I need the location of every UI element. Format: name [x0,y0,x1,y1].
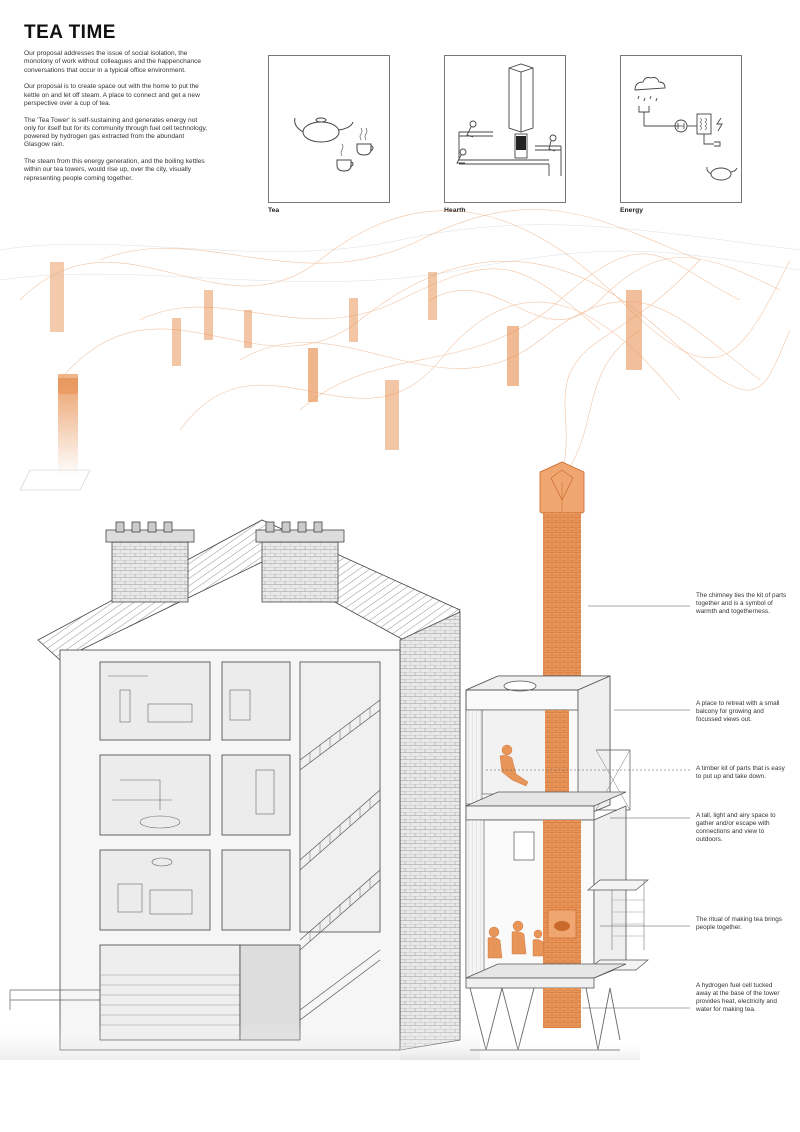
energy-diagram [620,55,742,203]
annotation-tea-ritual: The ritual of making tea brings people t… [696,916,782,931]
intro-paragraph: Our proposal addresses the issue of soci… [24,50,202,74]
icon-caption-energy: Energy [620,207,644,214]
icon-caption-hearth: Hearth [444,207,466,214]
rain-hydrogen-energy-icon [634,77,738,181]
annotation-gathering-space: A tall, light and airy space to gather a… [696,812,776,843]
icon-caption-tea: Tea [268,207,280,214]
intro-paragraph: The steam from this energy generation, a… [24,158,205,182]
hearth-tower-icon [456,63,562,176]
annotation-timber-kit: A timber kit of parts that is easy to pu… [696,765,785,780]
people-making-tea [487,920,545,959]
tea-diagram [268,55,390,203]
city-towers [0,209,800,491]
hearth-diagram [444,55,566,203]
page-title: TEA TIME [24,22,116,43]
annotation-retreat: A place to retreat with a small balcony … [696,700,780,723]
tenement-section [9,519,461,1051]
tower [19,374,91,491]
intro-paragraph: The 'Tea Tower' is self-sustaining and g… [24,116,208,149]
teapot-cups-icon [294,117,374,172]
annotation-fuel-cell: A hydrogen fuel cell tucked away at the … [696,982,780,1013]
tea-tower [465,461,649,1051]
person-reading [499,744,529,787]
intro-paragraph: Our proposal is to create space out with… [24,83,200,107]
annotation-leaders [486,605,690,1009]
intro-text: Our proposal addresses the issue of soci… [24,50,210,191]
annotation-chimney: The chimney ties the kit of parts togeth… [696,592,787,615]
